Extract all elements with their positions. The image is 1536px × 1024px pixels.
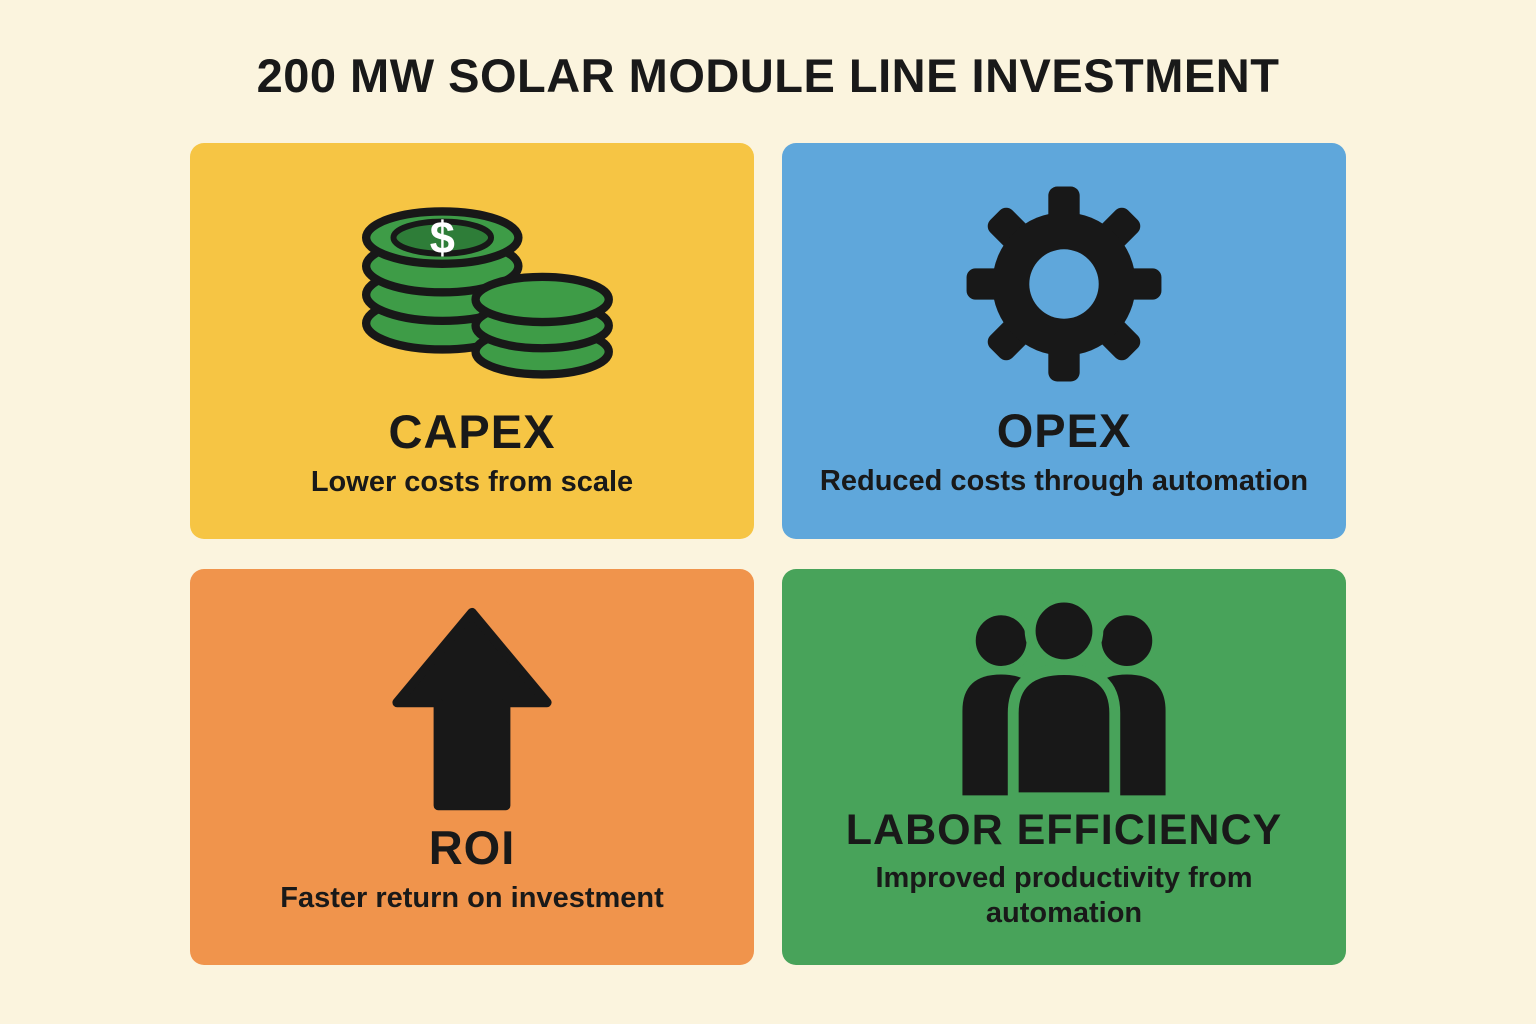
opex-heading: OPEX [996, 404, 1132, 458]
roi-heading: ROI [428, 821, 516, 875]
labor-heading: LABOR EFFICIENCY [845, 806, 1283, 855]
page-title: 200 MW SOLAR MODULE LINE INVESTMENT [256, 49, 1280, 102]
coins-icon-svg: $ [361, 207, 613, 379]
capex-heading: CAPEX [388, 405, 556, 459]
dollar-symbol: $ [430, 212, 455, 263]
labor-subtext: Improved productivity from automation [875, 862, 1253, 929]
roi-card: ROI Faster return on investment [190, 569, 754, 965]
coins-icon: $ [322, 171, 622, 397]
gear-icon-svg [966, 186, 1162, 382]
roi-subtext: Faster return on investment [280, 881, 664, 914]
opex-subtext: Reduced costs through automation [819, 464, 1309, 497]
capex-card: $ CAPEX Lower costs from scale [190, 143, 754, 539]
capex-subtext: Lower costs from scale [310, 465, 634, 498]
opex-card: OPEX Reduced costs through automation [782, 143, 1346, 539]
card-grid: $ CAPEX Lower costs from scale [190, 143, 1346, 965]
people-icon-svg [962, 592, 1166, 799]
arrow-up-icon-svg [392, 608, 552, 811]
gear-icon [952, 172, 1176, 396]
arrow-up-icon [386, 607, 558, 813]
labor-card: LABOR EFFICIENCY Improved productivity f… [782, 569, 1346, 965]
people-icon [931, 592, 1197, 799]
